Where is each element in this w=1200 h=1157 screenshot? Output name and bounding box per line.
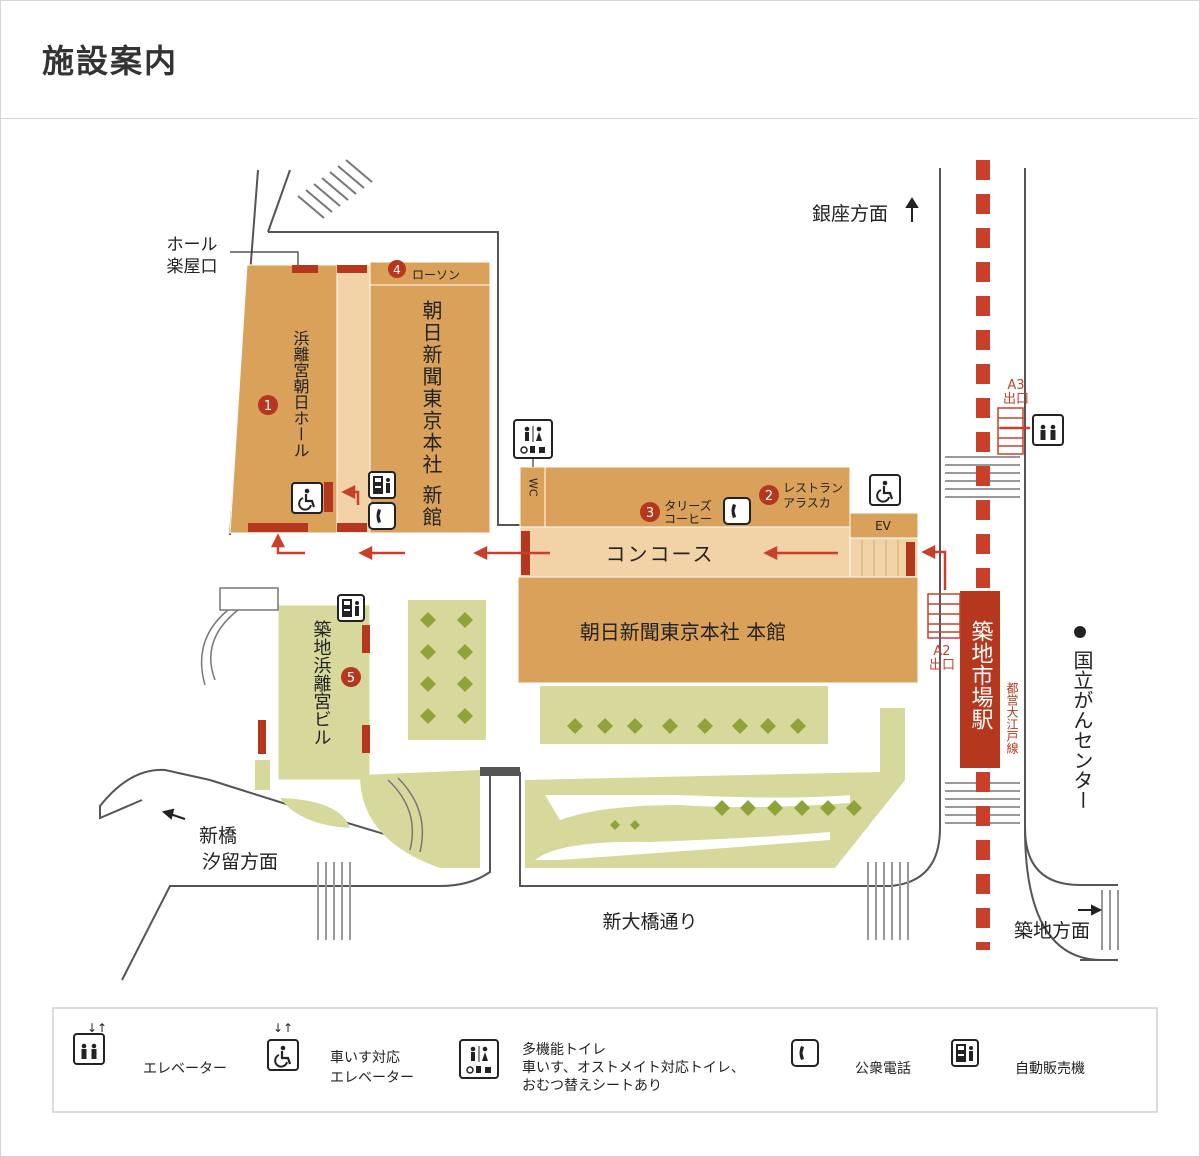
- green-area-6: [280, 798, 350, 828]
- wc-room[interactable]: [519, 466, 546, 528]
- marker-1[interactable]: 1: [258, 395, 278, 415]
- svg-text:1: 1: [264, 399, 272, 414]
- marker-5[interactable]: 5: [341, 667, 361, 687]
- svg-text:2: 2: [765, 489, 773, 504]
- station-label: 築地市場駅: [968, 620, 994, 730]
- page-title: 施設案内: [42, 42, 179, 80]
- svg-text:↓↑: ↓↑: [273, 1021, 293, 1035]
- hall-entrance-pointer: [230, 251, 299, 265]
- direction-shinbashi: 新橋: [199, 825, 237, 847]
- hall-name: 浜離宮朝日ホール: [291, 330, 310, 458]
- restaurant-label: アラスカ: [783, 496, 831, 510]
- phone-icon[interactable]: [723, 497, 751, 525]
- restaurant-block[interactable]: [544, 466, 851, 528]
- marker-3[interactable]: 3: [640, 502, 660, 522]
- ev-room[interactable]: [849, 512, 919, 539]
- wc-label: WC: [527, 478, 540, 497]
- legend-wheelchair-label: 車いす対応: [330, 1049, 400, 1066]
- legend-toilet-label: おむつ替えシートあり: [522, 1078, 662, 1094]
- hall-entrance-label: ホール: [167, 235, 218, 255]
- tullys-label: タリーズ: [664, 498, 711, 513]
- concourse-label: コンコース: [606, 542, 715, 566]
- exit-a3-label: 出口: [1003, 392, 1029, 407]
- trees: [420, 612, 862, 830]
- legend-wheelchair-label: エレベーター: [330, 1070, 414, 1086]
- tsukiji-hamarikyu-building[interactable]: [277, 604, 371, 781]
- station-building[interactable]: [960, 591, 1000, 768]
- tsukiji-hamarikyu-label: 築地浜離宮ビル: [311, 620, 332, 746]
- wheelchair-elevator-icon[interactable]: [868, 473, 902, 507]
- cancer-center-marker: [1074, 626, 1086, 638]
- green-area-5: [255, 760, 270, 790]
- marker-2[interactable]: 2: [759, 485, 779, 505]
- elevator-icon[interactable]: [1032, 414, 1064, 446]
- svg-text:4: 4: [393, 263, 401, 277]
- exit-a2-label: 出口: [929, 658, 955, 673]
- direction-tsukiji: 築地方面: [1014, 920, 1090, 942]
- legend-toilet: 多機能トイレ 車いす、オストメイト対応トイレ、 おむつ替えシートあり: [459, 1039, 745, 1094]
- toilet-icon[interactable]: [513, 419, 553, 459]
- phone-icon[interactable]: [368, 502, 396, 530]
- main-building-label: 朝日新聞東京本社 本館: [580, 620, 786, 644]
- main-building[interactable]: [517, 576, 919, 684]
- green-area-2: [540, 686, 828, 744]
- hall-entrance-label: 楽屋口: [167, 257, 218, 277]
- subway-line-label: 都営大江戸線: [1005, 682, 1019, 754]
- green-area-4: [360, 770, 480, 868]
- legend-phone: 公衆電話: [791, 1039, 911, 1077]
- legend-toilet-label: 車いす、オストメイト対応トイレ、: [522, 1059, 745, 1076]
- exit-a2-label: A2: [933, 644, 950, 659]
- green-area-1: [408, 600, 486, 740]
- legend-phone-label: 公衆電話: [855, 1060, 911, 1077]
- crosswalks: [317, 456, 1119, 950]
- spiral-stairs: [200, 587, 424, 853]
- svg-text:3: 3: [646, 506, 654, 521]
- restaurant-label: レストラン: [783, 481, 843, 495]
- cancer-center-label: 国立がんセンター: [1070, 650, 1094, 810]
- stairs-top: [297, 159, 373, 219]
- tullys-label: コーヒー: [664, 512, 712, 526]
- exit-a3-label: A3: [1007, 378, 1024, 393]
- legend-toilet-label: 多機能トイレ: [522, 1041, 606, 1058]
- garden-path-2: [535, 832, 830, 860]
- wheelchair-elevator-icon[interactable]: [290, 481, 324, 515]
- legend-elevator: ↓↑ エレベーター: [73, 1021, 227, 1077]
- vending-machine-icon[interactable]: [368, 471, 396, 499]
- legend-vending-label: 自動販売機: [1015, 1061, 1085, 1077]
- legend-elevator-label: エレベーター: [143, 1061, 227, 1077]
- gate: [480, 767, 520, 776]
- lawson-label: ローソン: [412, 268, 460, 282]
- legend-vending: 自動販売機: [951, 1039, 1085, 1077]
- header: 施設案内: [0, 0, 1198, 119]
- direction-ginza: 銀座方面: [812, 203, 888, 225]
- route-arrows: [270, 426, 1030, 590]
- road-label: 新大橋通り: [602, 911, 697, 933]
- green-area-3: [525, 708, 905, 868]
- ev-label: EV: [875, 519, 892, 533]
- svg-text:5: 5: [347, 671, 355, 686]
- vending-machine-icon[interactable]: [337, 594, 365, 622]
- svg-text:↓↑: ↓↑: [87, 1021, 107, 1035]
- marker-4[interactable]: 4: [388, 260, 406, 278]
- new-building-label: 朝日新聞東京本社 新館: [419, 300, 443, 529]
- legend-wheelchair: ↓↑ 車いす対応 エレベーター: [266, 1021, 414, 1086]
- direction-shinbashi: 汐留方面: [202, 851, 278, 873]
